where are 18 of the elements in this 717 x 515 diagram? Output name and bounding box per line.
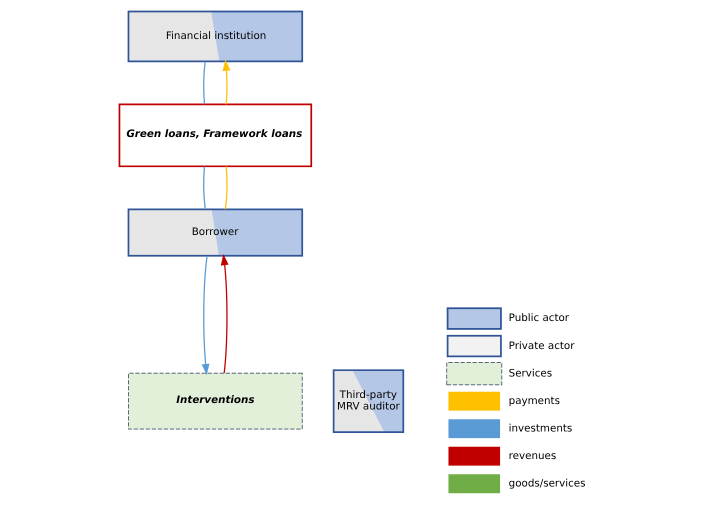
node-box: Borrower <box>127 208 303 257</box>
arrow <box>201 256 209 376</box>
legend-label: investments <box>508 422 572 434</box>
connector <box>202 62 206 104</box>
arrow <box>222 60 230 104</box>
legend-label: Public actor <box>508 312 569 324</box>
legend-label: revenues <box>508 450 556 462</box>
node-box: Third-party MRV auditor <box>332 369 404 433</box>
legend-label: Services <box>508 367 552 380</box>
legend-label: goods/services <box>508 477 586 490</box>
legend-label: Private actor <box>508 340 574 352</box>
legend-label: payments <box>508 394 560 407</box>
node-box: Green loans, Framework loans <box>118 104 312 168</box>
node-box: Financial institution <box>127 10 303 62</box>
connector <box>224 166 228 210</box>
arrow <box>220 254 228 374</box>
connector <box>202 166 206 210</box>
node-box: Interventions <box>128 372 302 430</box>
